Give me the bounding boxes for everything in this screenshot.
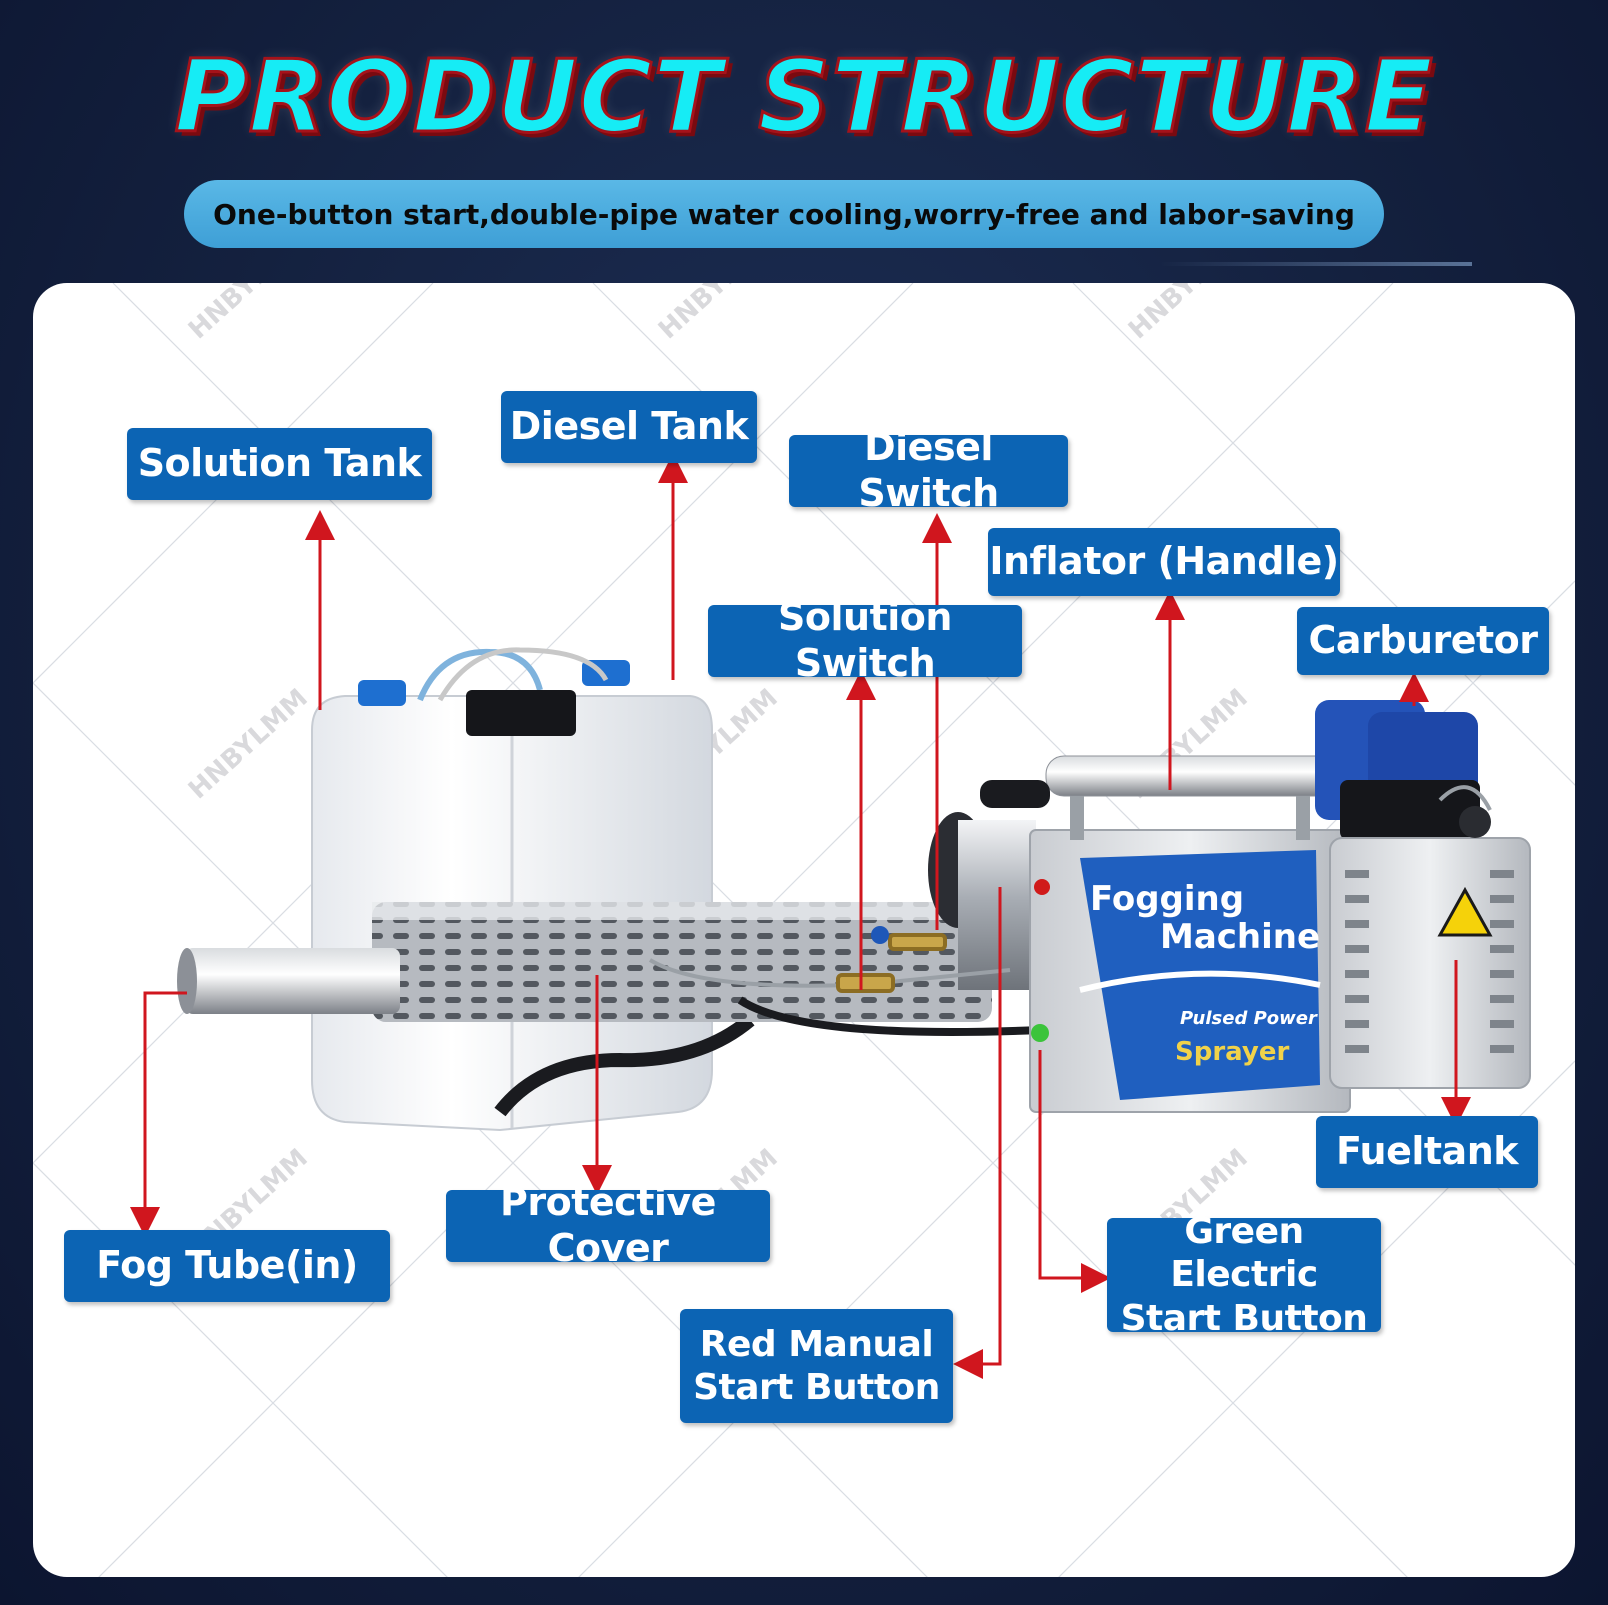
label-green-start-line2: Start Button (1120, 1297, 1368, 1339)
carburetor-assembly (1315, 700, 1492, 840)
plate-line-4: Sprayer (1175, 1037, 1289, 1067)
label-solution-switch-text: Solution Switch (778, 595, 952, 685)
label-diesel-tank-text: Diesel Tank (509, 404, 749, 449)
callout-arrows (130, 453, 1471, 1379)
label-carburetor-text: Carburetor (1308, 618, 1538, 663)
label-inflator-handle: Inflator (Handle) (988, 528, 1340, 596)
label-solution-tank-text: Solution Tank (137, 441, 422, 486)
plate-line-3: Pulsed Power (1180, 1008, 1318, 1029)
label-protective-cover: Protective Cover (446, 1180, 770, 1270)
label-fog-tube-text: Fog Tube(in) (96, 1243, 358, 1288)
label-fueltank: Fueltank (1316, 1116, 1538, 1188)
red-button-marker (1034, 879, 1050, 895)
plate-line-2: Machine (1160, 917, 1320, 957)
subtitle-banner: One-button start,double-pipe water cooli… (184, 180, 1384, 248)
label-solution-tank: Solution Tank (127, 428, 432, 500)
switch-pipes (648, 926, 1041, 1036)
page-title: PRODUCT STRUCTURE (173, 37, 1434, 157)
label-fog-tube: Fog Tube(in) (64, 1230, 390, 1302)
fog-tube (177, 812, 1036, 1022)
warning-icon (1437, 886, 1493, 937)
label-diesel-switch: Diesel Switch (789, 425, 1068, 515)
green-button-marker (1031, 1024, 1049, 1042)
label-fueltank-text: Fueltank (1335, 1129, 1519, 1174)
solution-tank-body (311, 647, 755, 1132)
label-inflator-handle-text: Inflator (Handle) (989, 539, 1339, 584)
divider (1160, 262, 1472, 266)
label-red-manual-start-button: Red Manual Start Button (680, 1309, 953, 1423)
label-solution-switch: Solution Switch (708, 595, 1022, 685)
label-green-start-line1: Green Electric (1170, 1211, 1318, 1296)
label-green-electric-start-button: Green Electric Start Button (1107, 1211, 1381, 1339)
label-red-start-line2: Start Button (693, 1367, 940, 1408)
label-carburetor: Carburetor (1297, 607, 1549, 675)
engine-body: Fogging Machine Pulsed Power Sprayer (1029, 829, 1351, 1113)
label-protective-cover-text: Protective Cover (500, 1180, 716, 1270)
fuel-tank-body (1329, 806, 1531, 1089)
inflator-handle (980, 755, 1337, 840)
label-diesel-tank: Diesel Tank (501, 391, 757, 463)
subtitle-text: One-button start,double-pipe water cooli… (213, 197, 1355, 231)
label-diesel-switch-text: Diesel Switch (858, 425, 999, 515)
label-red-start-line1: Red Manual (699, 1323, 934, 1365)
plate-line-1: Fogging (1090, 879, 1244, 919)
